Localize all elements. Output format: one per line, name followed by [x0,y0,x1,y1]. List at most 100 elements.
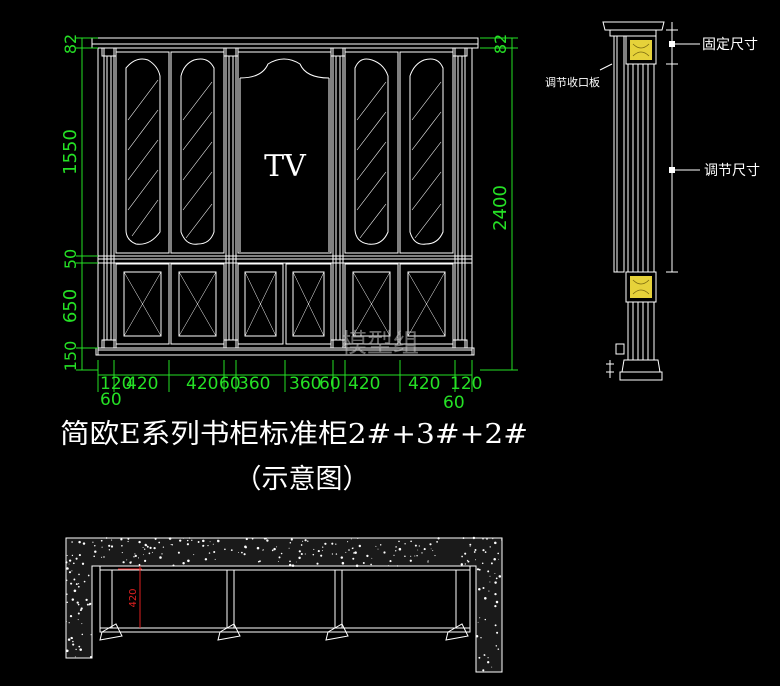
pilaster-4 [452,47,468,349]
speckle-dot [77,603,80,606]
speckle-dot [313,548,315,550]
speckle-dot [137,557,140,559]
speckle-dot [208,552,211,554]
speckle-dot [484,597,487,600]
plan-section [65,536,503,673]
speckle-dot [482,549,485,552]
dim-bottom-60-2: 60 [319,374,341,394]
speckle-dot [71,637,73,640]
speckle-dot [497,648,500,650]
right-dimension-line [480,37,518,371]
dim-markers [669,41,675,173]
speckle-dot [209,541,211,543]
speckle-dot [475,635,479,638]
speckle-dot [331,542,334,545]
speckle-dot [153,546,156,550]
speckle-dot [214,558,216,560]
pilaster-2 [223,47,239,349]
speckle-dot [300,552,303,556]
speckle-dot [434,555,436,557]
speckle-dot [78,583,80,585]
speckle-dot [224,548,226,551]
glass-door-1 [115,51,170,254]
speckle-dot [94,550,97,553]
speckle-dot [335,543,337,545]
lower-panels [115,263,454,345]
speckle-dot [261,549,263,551]
speckle-dot [70,582,73,585]
speckle-dot [350,538,352,540]
speckle-dot [375,545,377,547]
dim-bottom-420-4: 420 [408,374,440,394]
dim-bottom-60-1: 60 [219,374,241,394]
speckle-dot [304,553,306,555]
dim-left-650: 650 [60,289,81,323]
speckle-dot [78,573,80,576]
speckle-dot [379,544,382,546]
speckle-dot [494,604,497,608]
speckle-dot [398,547,402,551]
dim-bottom-420-3: 420 [348,374,380,394]
speckle-dot [65,621,67,623]
speckle-dot [302,540,304,542]
speckle-dot [321,550,323,552]
speckle-dot [476,568,480,571]
speckle-dot [462,537,465,540]
speckle-dot [90,634,92,636]
speckle-dot [348,549,350,551]
speckle-dot [79,648,82,651]
speckle-dot [66,649,69,653]
speckle-dot [68,559,72,562]
speckle-dot [212,543,214,545]
speckle-dot [494,581,497,584]
speckle-dot [188,537,191,539]
speckle-dot [121,552,123,554]
speckle-dot [193,554,195,556]
speckle-dot [133,556,135,558]
speckle-dot [271,549,274,552]
speckle-dot [347,541,349,543]
speckle-dot [134,553,136,555]
speckle-dot [78,554,81,557]
speckle-dot [73,578,76,581]
speckle-dot [432,550,434,552]
speckle-dot [151,551,153,553]
speckle-dot [478,656,481,659]
speckle-dot [469,545,471,547]
speckle-dot [75,557,78,560]
dim-bottom-360-2: 360 [289,374,321,394]
speckle-dot [80,607,83,610]
speckle-dot [276,546,278,548]
speckle-dot [121,544,123,547]
speckle-dot [171,544,174,546]
speckle-dot [144,559,147,563]
dim-left-1550: 1550 [60,129,81,175]
speckle-dot [477,621,479,623]
speckle-dot [493,557,496,561]
left-dimension-line [76,37,98,371]
speckle-dot [266,539,269,542]
speckle-dot [320,554,323,557]
speckle-dot [251,538,254,540]
speckle-dot [437,537,440,540]
speckle-dot [108,549,111,551]
speckle-dot [489,575,491,577]
speckle-dot [154,537,157,540]
speckle-dot [103,556,105,558]
speckle-dot [473,551,476,553]
speckle-dot [300,544,303,546]
speckle-dot [72,562,75,565]
speckle-dot [87,574,90,577]
speckle-dot [122,561,125,564]
speckle-dot [89,656,92,658]
speckle-dot [245,538,248,541]
speckle-dot [77,619,79,621]
speckle-dot [158,541,161,544]
speckle-dot [68,571,72,574]
speckle-dot [494,573,496,574]
dim-bottom-360-1: 360 [238,374,270,394]
speckle-dot [127,540,129,543]
speckle-dot [101,556,103,558]
speckle-dot [66,567,69,570]
